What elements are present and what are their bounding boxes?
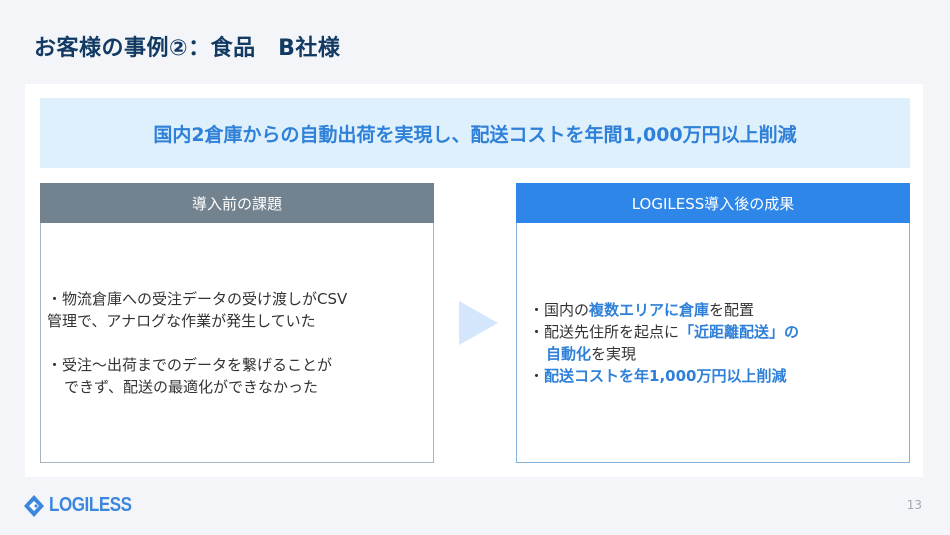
after-item-text: 国内の <box>544 301 590 319</box>
page-number: 13 <box>906 498 922 512</box>
logo-text: LOGILESS <box>49 494 132 516</box>
logiless-logo: LOGILESS <box>24 494 146 517</box>
before-header-label: 導入前の課題 <box>191 194 282 213</box>
after-item-text: 配送先住所を起点に <box>544 323 680 341</box>
after-item-highlight: 自動化 <box>546 345 592 363</box>
after-item-highlight: 「近距離配送」の <box>679 323 800 341</box>
after-box: LOGILESS導入後の成果 ・国内の複数エリアに倉庫を配置 ・配送先住所を起点… <box>516 183 910 463</box>
slide-title: お客様の事例②：食品 B社様 <box>34 36 341 61</box>
after-item-highlight: 複数エリアに倉庫 <box>589 301 710 319</box>
after-header: LOGILESS導入後の成果 <box>516 183 910 223</box>
before-item-line: ・受注〜出荷までのデータを繋げることが <box>47 356 333 374</box>
before-item-line: できず、配送の最適化ができなかった <box>64 378 318 396</box>
before-item-line: ・物流倉庫への受注データの受け渡しがCSV <box>47 290 348 308</box>
before-item: ・物流倉庫への受注データの受け渡しがCSV 管理で、アナログな作業が発生していた <box>47 288 433 332</box>
arrow-right-icon <box>459 301 498 345</box>
headline-text: 国内2倉庫からの自動出荷を実現し、配送コストを年間1,000万円以上削減 <box>153 123 797 146</box>
after-item-text: を実現 <box>591 345 637 363</box>
after-item-continuation: 自動化を実現 <box>529 343 909 365</box>
before-body: ・物流倉庫への受注データの受け渡しがCSV 管理で、アナログな作業が発生していた… <box>41 224 433 462</box>
after-item-highlight: 配送コストを年1,000万円以上削減 <box>544 367 787 385</box>
after-header-label: LOGILESS導入後の成果 <box>631 194 795 213</box>
headline-banner: 国内2倉庫からの自動出荷を実現し、配送コストを年間1,000万円以上削減 <box>40 98 910 168</box>
bullet: ・ <box>529 367 545 385</box>
after-item-text: を配置 <box>709 301 755 319</box>
before-box: 導入前の課題 ・物流倉庫への受注データの受け渡しがCSV 管理で、アナログな作業… <box>40 183 434 463</box>
after-body: ・国内の複数エリアに倉庫を配置 ・配送先住所を起点に「近距離配送」の 自動化を実… <box>517 224 909 462</box>
after-item: ・国内の複数エリアに倉庫を配置 <box>529 299 909 321</box>
logo-diamond-icon <box>24 494 44 517</box>
bullet: ・ <box>529 301 545 319</box>
after-item: ・配送先住所を起点に「近距離配送」の 自動化を実現 <box>529 321 909 365</box>
bullet: ・ <box>529 323 545 341</box>
before-item-line: 管理で、アナログな作業が発生していた <box>47 312 316 330</box>
before-item: ・受注〜出荷までのデータを繋げることが できず、配送の最適化ができなかった <box>47 354 433 398</box>
after-item: ・配送コストを年1,000万円以上削減 <box>529 365 909 387</box>
before-header: 導入前の課題 <box>40 183 434 223</box>
